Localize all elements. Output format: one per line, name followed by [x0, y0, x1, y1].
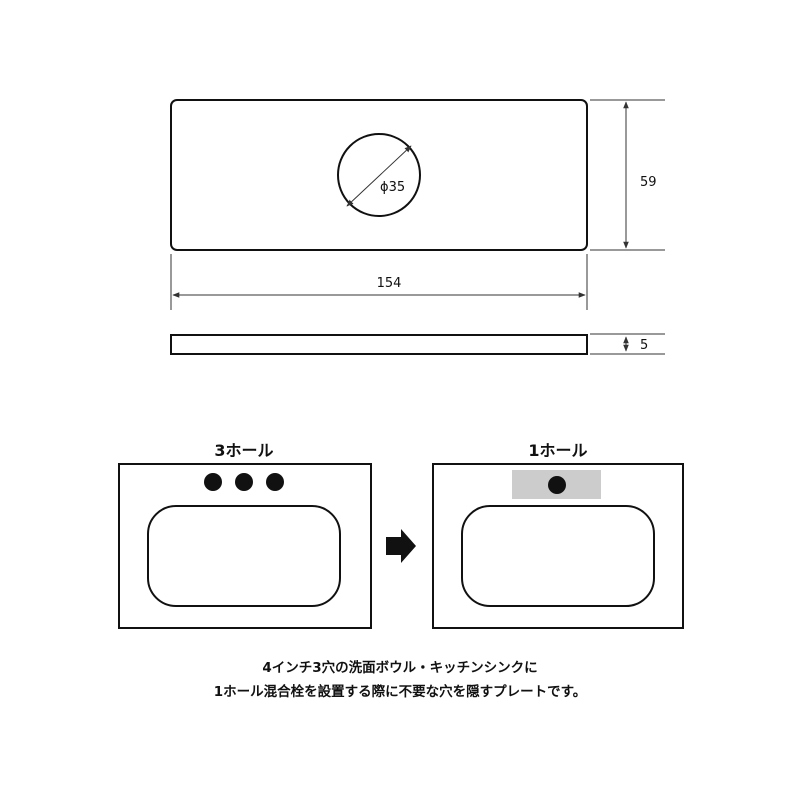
- diameter-dimension-line: [346, 145, 412, 207]
- height-dimension: 59: [590, 99, 665, 251]
- sink-bowl: [461, 505, 655, 607]
- sink-three-hole: 3ホール: [118, 441, 372, 629]
- sink-one-hole: 1ホール: [432, 441, 684, 629]
- plate-side-view: 5: [170, 333, 665, 355]
- height-label: 59: [640, 175, 657, 190]
- caption-line-1: 4インチ3穴の洗面ボウル・キッチンシンクに: [262, 659, 537, 676]
- sink-counter-outline: [432, 463, 684, 629]
- right-arrow-icon: [386, 529, 416, 563]
- plate-hole: [337, 133, 421, 217]
- width-dimension: 154: [170, 254, 588, 310]
- thickness-label: 5: [640, 338, 648, 353]
- faucet-hole: [266, 473, 284, 491]
- caption-line-2: 1ホール混合栓を設置する際に不要な穴を隠すプレートです。: [214, 683, 587, 700]
- one-hole-label: 1ホール: [528, 441, 587, 460]
- faucet-hole: [204, 473, 222, 491]
- diameter-label: ϕ35: [380, 180, 405, 195]
- sink-counter-outline: [118, 463, 372, 629]
- plate-side-outline: [170, 334, 588, 355]
- plate-outline: [170, 99, 588, 251]
- sink-bowl: [147, 505, 341, 607]
- faucet-hole: [548, 476, 566, 494]
- width-label: 154: [377, 276, 402, 291]
- three-hole-label: 3ホール: [214, 441, 273, 460]
- caption: 4インチ3穴の洗面ボウル・キッチンシンクに 1ホール混合栓を設置する際に不要な穴…: [214, 659, 587, 700]
- plate-top-view: ϕ35: [170, 99, 588, 251]
- faucet-hole: [235, 473, 253, 491]
